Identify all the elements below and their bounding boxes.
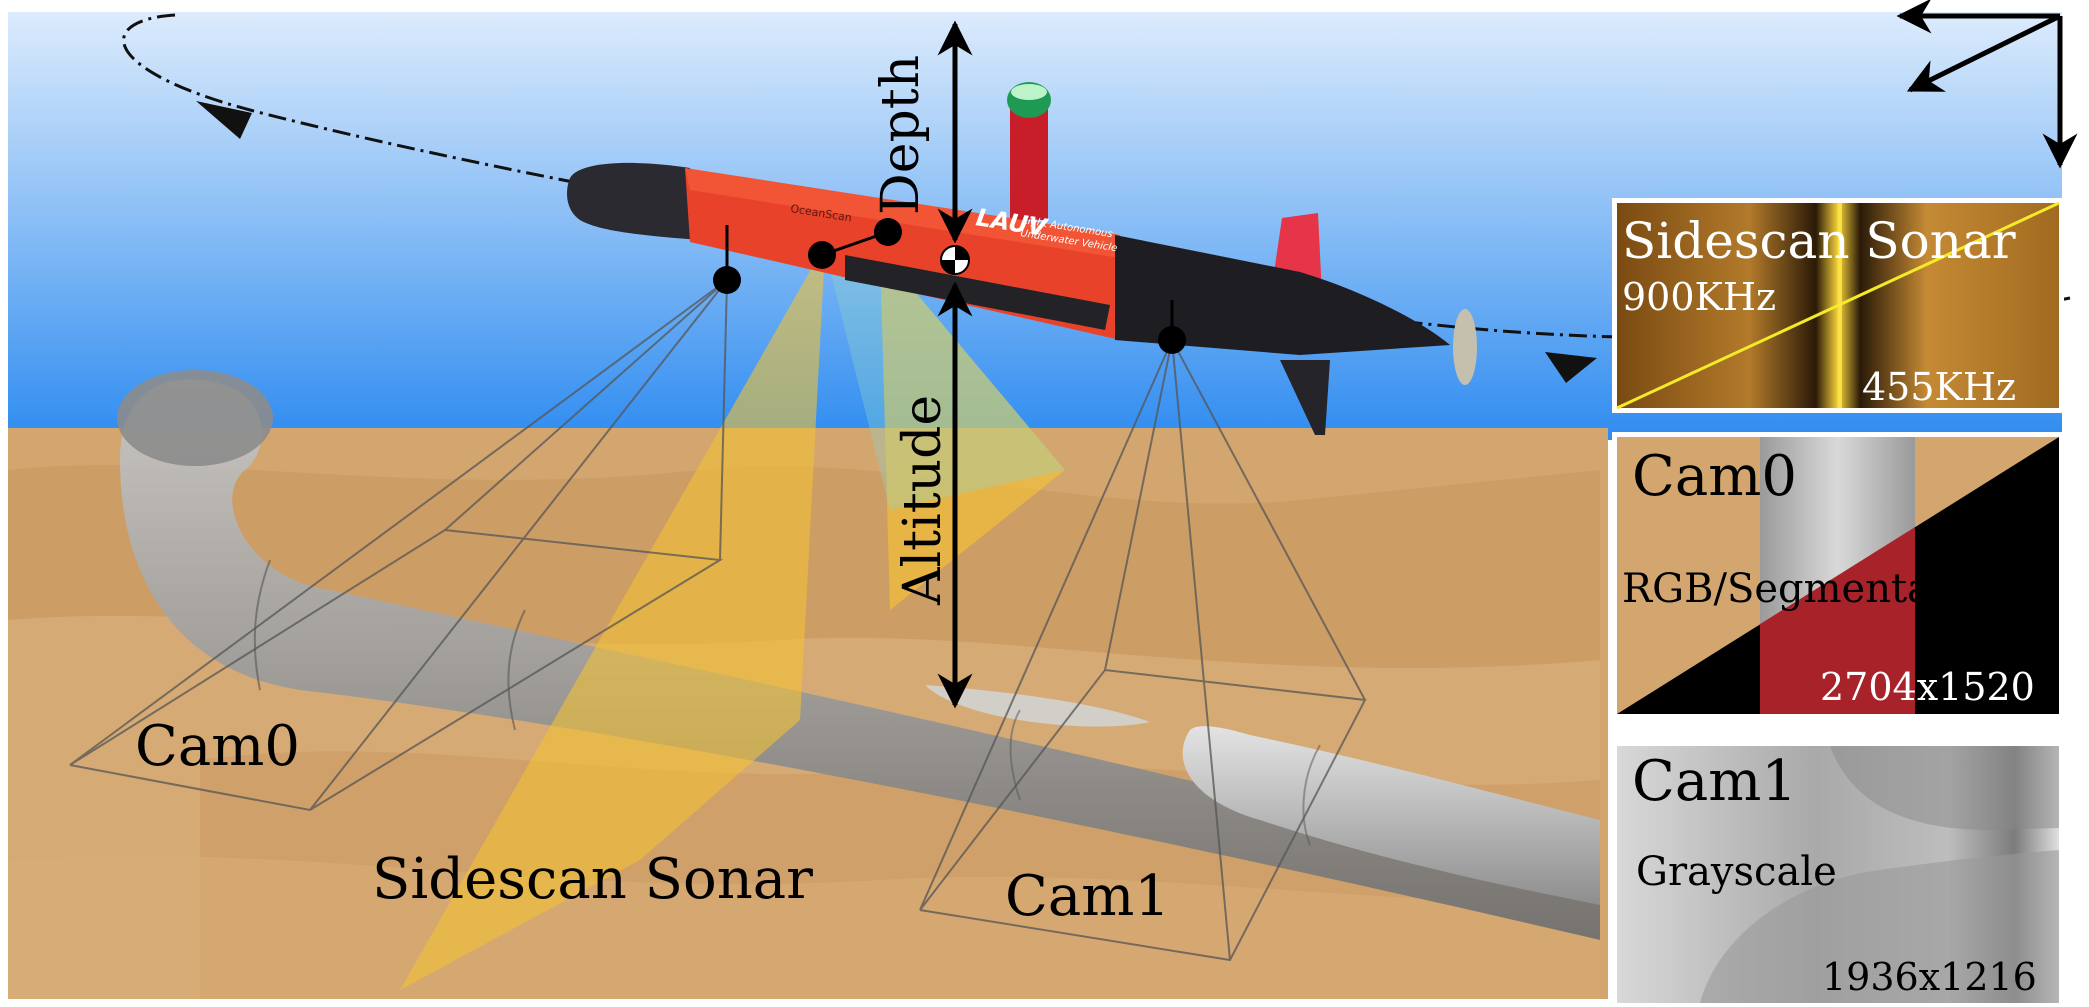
cam0-panel-resolution: 2704x1520 bbox=[1820, 665, 2035, 709]
cam1-panel-title: Cam1 bbox=[1632, 749, 1797, 814]
auv-vehicle: LAUV Light Autonomous Underwater Vehicle… bbox=[567, 82, 1477, 435]
sonar-beams bbox=[400, 250, 1065, 990]
center-of-mass-icon bbox=[940, 245, 970, 275]
hull-tail bbox=[1115, 235, 1450, 355]
cam1-panel-resolution: 1936x1216 bbox=[1822, 955, 2037, 999]
sidescan-sonar-label: Sidescan Sonar bbox=[372, 847, 813, 912]
cam0-panel: Cam0 RGB/Segmentation 2704x1520 bbox=[1612, 432, 2064, 719]
cam1-panel-mode: Grayscale bbox=[1636, 849, 1837, 895]
cam0-panel-mode: RGB/Segmentation bbox=[1622, 566, 2010, 612]
sonar-freq-low: 455KHz bbox=[1862, 365, 2016, 409]
cam1-label: Cam1 bbox=[1005, 864, 1170, 929]
sonar-panel-title: Sidescan Sonar bbox=[1622, 212, 2016, 270]
sonar-freq-high: 900KHz bbox=[1622, 275, 1776, 319]
trajectory-arrow-icon bbox=[1545, 352, 1597, 383]
camera-frustums bbox=[69, 279, 1367, 962]
cam1-sensor-dot bbox=[1158, 326, 1186, 354]
hull-nose bbox=[567, 162, 700, 240]
cam0-sensor-dot bbox=[713, 266, 741, 294]
antenna-mast bbox=[1010, 105, 1048, 220]
pipeline bbox=[117, 370, 1600, 940]
cam0-label: Cam0 bbox=[135, 714, 300, 779]
altitude-label: Altitude bbox=[893, 395, 953, 606]
sonar-beam-right bbox=[880, 250, 1065, 610]
cam1-panel: Cam1 Grayscale 1936x1216 bbox=[1612, 741, 2064, 1003]
coordinate-axes-icon bbox=[1896, 0, 2078, 169]
tail-fin-bottom bbox=[1280, 360, 1330, 435]
cam0-panel-title: Cam0 bbox=[1632, 444, 1797, 509]
sonar-panel: Sidescan Sonar 900KHz 455KHz bbox=[1612, 198, 2064, 413]
depth-label: Depth bbox=[871, 55, 931, 215]
depth-altitude-arrows: Depth Altitude bbox=[871, 20, 973, 709]
sonar-sensor-dot bbox=[808, 241, 836, 269]
sonar-beam-left bbox=[400, 250, 825, 990]
propeller bbox=[1453, 309, 1477, 385]
trajectory-arrow-icon bbox=[196, 101, 252, 139]
